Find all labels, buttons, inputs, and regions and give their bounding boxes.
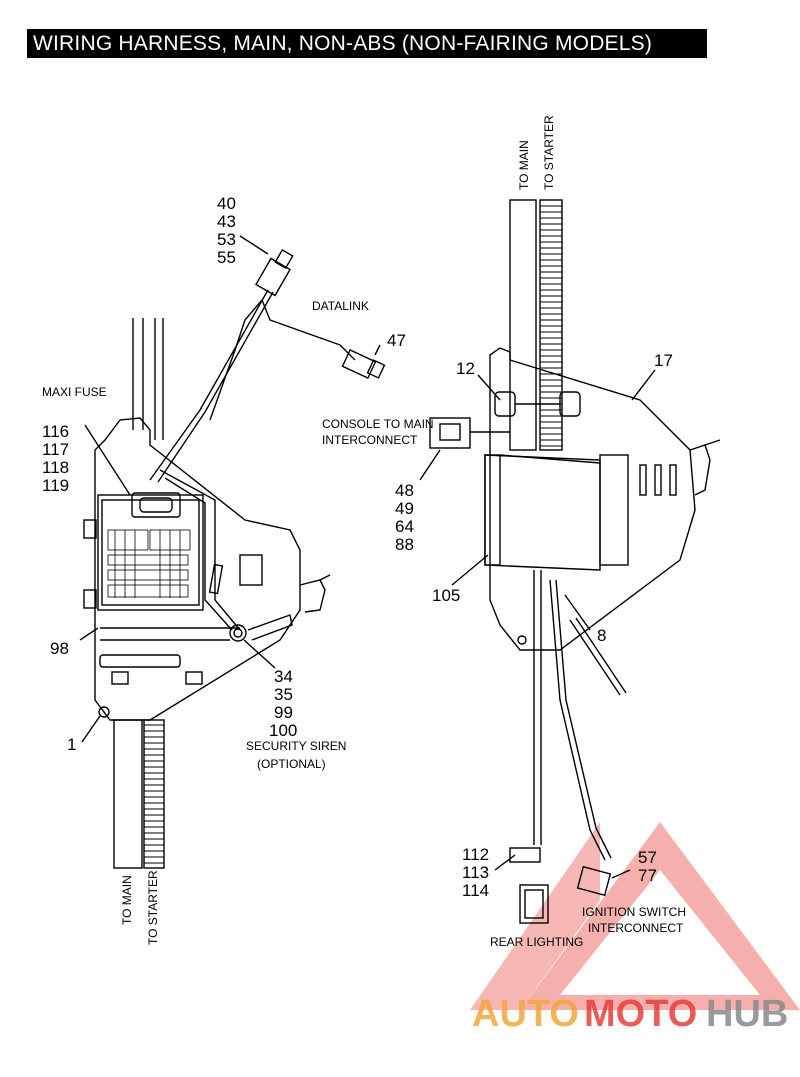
page-title: WIRING HARNESS, MAIN, NON-ABS (NON-FAIRI… bbox=[27, 29, 707, 58]
callout-1: 1 bbox=[67, 735, 76, 754]
callout-114: 114 bbox=[462, 881, 489, 900]
watermark-triangle bbox=[470, 822, 800, 1010]
callout-88: 88 bbox=[395, 535, 414, 554]
callout-118: 118 bbox=[42, 458, 69, 477]
console-interconnect-label: INTERCONNECT bbox=[322, 433, 418, 447]
callout-77: 77 bbox=[638, 866, 657, 885]
callout-48: 48 bbox=[395, 481, 414, 500]
maxi-fuse-label: MAXI FUSE bbox=[42, 385, 107, 399]
callout-47: 47 bbox=[387, 331, 406, 350]
callout-34: 34 bbox=[274, 667, 293, 686]
datalink-label: DATALINK bbox=[312, 299, 369, 313]
callout-112: 112 bbox=[462, 845, 489, 864]
callout-49: 49 bbox=[395, 499, 414, 518]
callout-35: 35 bbox=[274, 685, 293, 704]
console-to-main-label: CONSOLE TO MAIN bbox=[322, 417, 434, 431]
callout-105: 105 bbox=[432, 586, 460, 605]
left-to-main-label: TO MAIN bbox=[120, 875, 134, 925]
callout-117: 117 bbox=[42, 440, 69, 459]
watermark-hub: HUB bbox=[706, 993, 788, 1035]
callout-113: 113 bbox=[462, 863, 489, 882]
left-starter-cable bbox=[144, 724, 164, 864]
optional-label: (OPTIONAL) bbox=[257, 757, 326, 771]
ignition-interconnect-label: INTERCONNECT bbox=[588, 921, 684, 935]
left-harness-assembly bbox=[79, 235, 386, 869]
security-siren-label: SECURITY SIREN bbox=[246, 739, 346, 753]
callout-8: 8 bbox=[597, 626, 606, 645]
watermark-moto: MOTO bbox=[584, 993, 697, 1035]
ignition-switch-label: IGNITION SWITCH bbox=[582, 905, 686, 919]
callout-116: 116 bbox=[42, 422, 69, 441]
callout-12: 12 bbox=[456, 359, 475, 378]
left-to-starter-label: TO STARTER bbox=[146, 870, 160, 945]
callout-55: 55 bbox=[217, 248, 236, 267]
callout-119: 119 bbox=[42, 476, 69, 495]
callout-99: 99 bbox=[274, 703, 293, 722]
callout-57: 57 bbox=[638, 848, 657, 867]
callout-98: 98 bbox=[50, 639, 69, 658]
right-starter-cable bbox=[540, 205, 562, 447]
rear-lighting-label: REAR LIGHTING bbox=[490, 935, 583, 949]
callout-53: 53 bbox=[217, 230, 236, 249]
right-to-main-label: TO MAIN bbox=[517, 140, 531, 190]
callout-17: 17 bbox=[654, 351, 673, 370]
callout-100: 100 bbox=[269, 721, 297, 740]
callout-40: 40 bbox=[217, 194, 236, 213]
right-harness-assembly bbox=[419, 199, 721, 924]
callout-43: 43 bbox=[217, 212, 236, 231]
watermark-auto: AUTO bbox=[472, 993, 579, 1035]
right-to-starter-label: TO STARTER bbox=[542, 115, 556, 190]
callout-64: 64 bbox=[395, 517, 414, 536]
